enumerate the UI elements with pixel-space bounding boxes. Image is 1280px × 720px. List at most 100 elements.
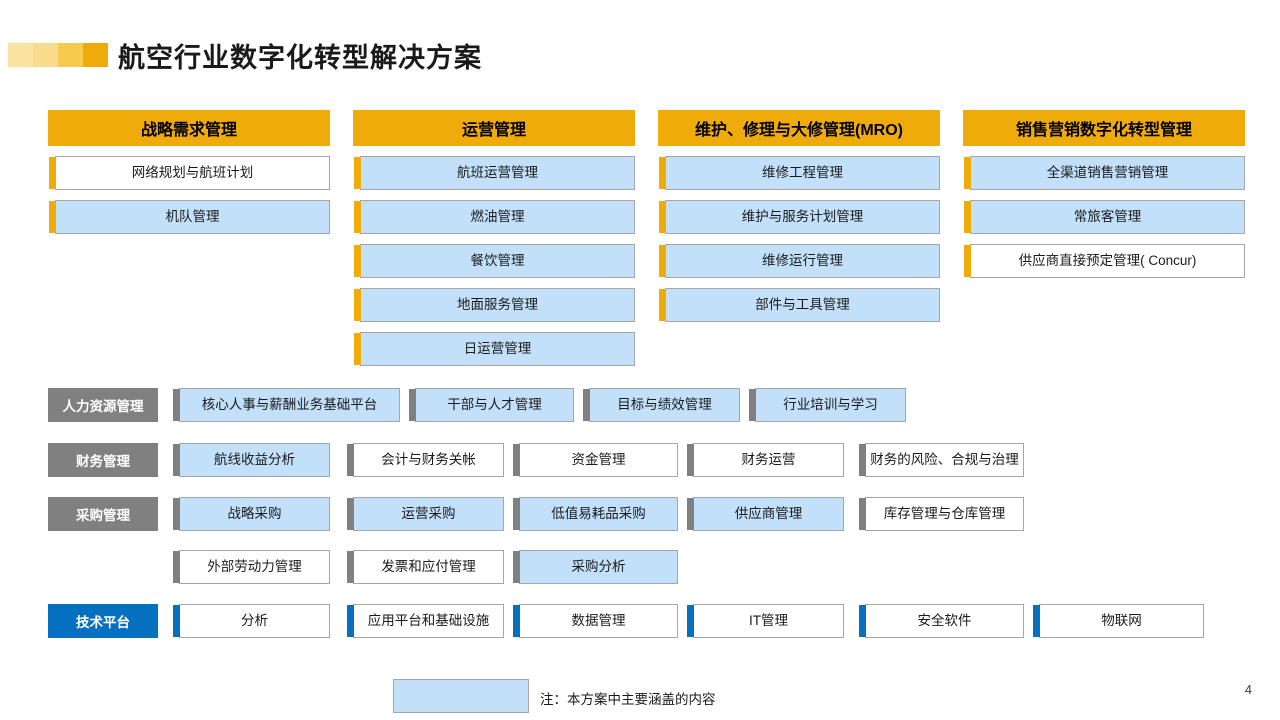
capability-card[interactable]: 维修运行管理	[659, 244, 940, 278]
card-label: 目标与绩效管理	[617, 397, 712, 413]
card-label: 干部与人才管理	[447, 397, 542, 413]
card-label: 行业培训与学习	[783, 397, 878, 413]
card-label: 供应商管理	[734, 506, 803, 522]
title-accent-segment-1	[8, 43, 33, 67]
capability-card[interactable]: 外部劳动力管理	[173, 550, 330, 584]
card-label: 外部劳动力管理	[207, 559, 302, 575]
capability-card[interactable]: 供应商直接预定管理( Concur)	[964, 244, 1245, 278]
card-accent-bar	[354, 333, 361, 365]
card-accent-bar	[964, 201, 971, 233]
card-label: IT管理	[749, 613, 788, 629]
card-label: 网络规划与航班计划	[131, 165, 254, 181]
capability-card[interactable]: 发票和应付管理	[347, 550, 504, 584]
capability-card[interactable]: 物联网	[1033, 604, 1204, 638]
page-title: 航空行业数字化转型解决方案	[118, 43, 482, 73]
capability-card[interactable]: 低值易耗品采购	[513, 497, 678, 531]
card-accent-bar	[173, 551, 180, 583]
card-label: 运营采购	[401, 506, 456, 522]
card-label: 应用平台和基础设施	[367, 613, 490, 629]
card-accent-bar	[173, 498, 180, 530]
card-label: 低值易耗品采购	[551, 506, 646, 522]
card-label: 物联网	[1101, 613, 1142, 629]
band-label: 采购管理	[48, 497, 158, 531]
capability-card[interactable]: 财务运营	[687, 443, 844, 477]
capability-card[interactable]: 全渠道销售营销管理	[964, 156, 1245, 190]
capability-card[interactable]: 维护与服务计划管理	[659, 200, 940, 234]
card-label: 航班运营管理	[457, 165, 538, 181]
card-label: 分析	[241, 613, 268, 629]
card-accent-bar	[659, 289, 666, 321]
card-label: 维修运行管理	[762, 253, 843, 269]
card-label: 会计与财务关帐	[381, 452, 476, 468]
card-label: 燃油管理	[470, 209, 525, 225]
card-accent-bar	[659, 245, 666, 277]
capability-card[interactable]: 地面服务管理	[354, 288, 635, 322]
card-label: 维护与服务计划管理	[741, 209, 864, 225]
card-label: 财务运营	[741, 452, 796, 468]
legend-color-swatch	[393, 679, 529, 713]
card-accent-bar	[347, 444, 354, 476]
capability-card[interactable]: 财务的风险、合规与治理	[859, 443, 1024, 477]
capability-card[interactable]: 行业培训与学习	[749, 388, 906, 422]
capability-card[interactable]: 安全软件	[859, 604, 1024, 638]
card-accent-bar	[859, 498, 866, 530]
card-label: 部件与工具管理	[755, 297, 850, 313]
capability-card[interactable]: 资金管理	[513, 443, 678, 477]
capability-card[interactable]: 核心人事与薪酬业务基础平台	[173, 388, 400, 422]
band-label: 人力资源管理	[48, 388, 158, 422]
capability-card[interactable]: 会计与财务关帐	[347, 443, 504, 477]
capability-card[interactable]: 目标与绩效管理	[583, 388, 740, 422]
capability-card[interactable]: 网络规划与航班计划	[49, 156, 330, 190]
capability-card[interactable]: 航线收益分析	[173, 443, 330, 477]
card-accent-bar	[687, 498, 694, 530]
capability-card[interactable]: 战略采购	[173, 497, 330, 531]
capability-card[interactable]: 维修工程管理	[659, 156, 940, 190]
capability-card[interactable]: 干部与人才管理	[409, 388, 574, 422]
capability-card[interactable]: 餐饮管理	[354, 244, 635, 278]
capability-card[interactable]: 机队管理	[49, 200, 330, 234]
column-header-3: 维护、修理与大修管理(MRO)	[658, 110, 940, 146]
card-label: 供应商直接预定管理( Concur)	[1018, 253, 1197, 269]
card-label: 地面服务管理	[457, 297, 538, 313]
capability-card[interactable]: 分析	[173, 604, 330, 638]
capability-card[interactable]: 燃油管理	[354, 200, 635, 234]
card-accent-bar	[583, 389, 590, 421]
capability-card[interactable]: 采购分析	[513, 550, 678, 584]
column-header-2: 运营管理	[353, 110, 635, 146]
card-accent-bar	[173, 389, 180, 421]
capability-card[interactable]: 日运营管理	[354, 332, 635, 366]
capability-card[interactable]: 常旅客管理	[964, 200, 1245, 234]
card-accent-bar	[347, 551, 354, 583]
card-accent-bar	[964, 245, 971, 277]
band-label: 技术平台	[48, 604, 158, 638]
capability-card[interactable]: 供应商管理	[687, 497, 844, 531]
card-accent-bar	[409, 389, 416, 421]
card-accent-bar	[513, 498, 520, 530]
card-label: 发票和应付管理	[381, 559, 476, 575]
card-label: 全渠道销售营销管理	[1046, 165, 1169, 181]
card-accent-bar	[859, 444, 866, 476]
card-accent-bar	[173, 444, 180, 476]
capability-card[interactable]: 数据管理	[513, 604, 678, 638]
card-accent-bar	[513, 444, 520, 476]
card-accent-bar	[354, 201, 361, 233]
card-label: 库存管理与仓库管理	[883, 506, 1006, 522]
card-accent-bar	[749, 389, 756, 421]
capability-card[interactable]: 部件与工具管理	[659, 288, 940, 322]
capability-card[interactable]: IT管理	[687, 604, 844, 638]
card-accent-bar	[687, 444, 694, 476]
card-label: 安全软件	[917, 613, 972, 629]
card-accent-bar	[687, 605, 694, 637]
title-accent-segment-2	[33, 43, 58, 67]
capability-card[interactable]: 航班运营管理	[354, 156, 635, 190]
legend-note: 注：本方案中主要涵盖的内容	[540, 692, 716, 707]
capability-card[interactable]: 运营采购	[347, 497, 504, 531]
card-label: 数据管理	[571, 613, 626, 629]
capability-card[interactable]: 库存管理与仓库管理	[859, 497, 1024, 531]
column-header-1: 战略需求管理	[48, 110, 330, 146]
title-accent-bar	[8, 43, 108, 67]
card-accent-bar	[347, 605, 354, 637]
capability-card[interactable]: 应用平台和基础设施	[347, 604, 504, 638]
card-accent-bar	[49, 201, 56, 233]
card-label: 核心人事与薪酬业务基础平台	[201, 397, 378, 413]
